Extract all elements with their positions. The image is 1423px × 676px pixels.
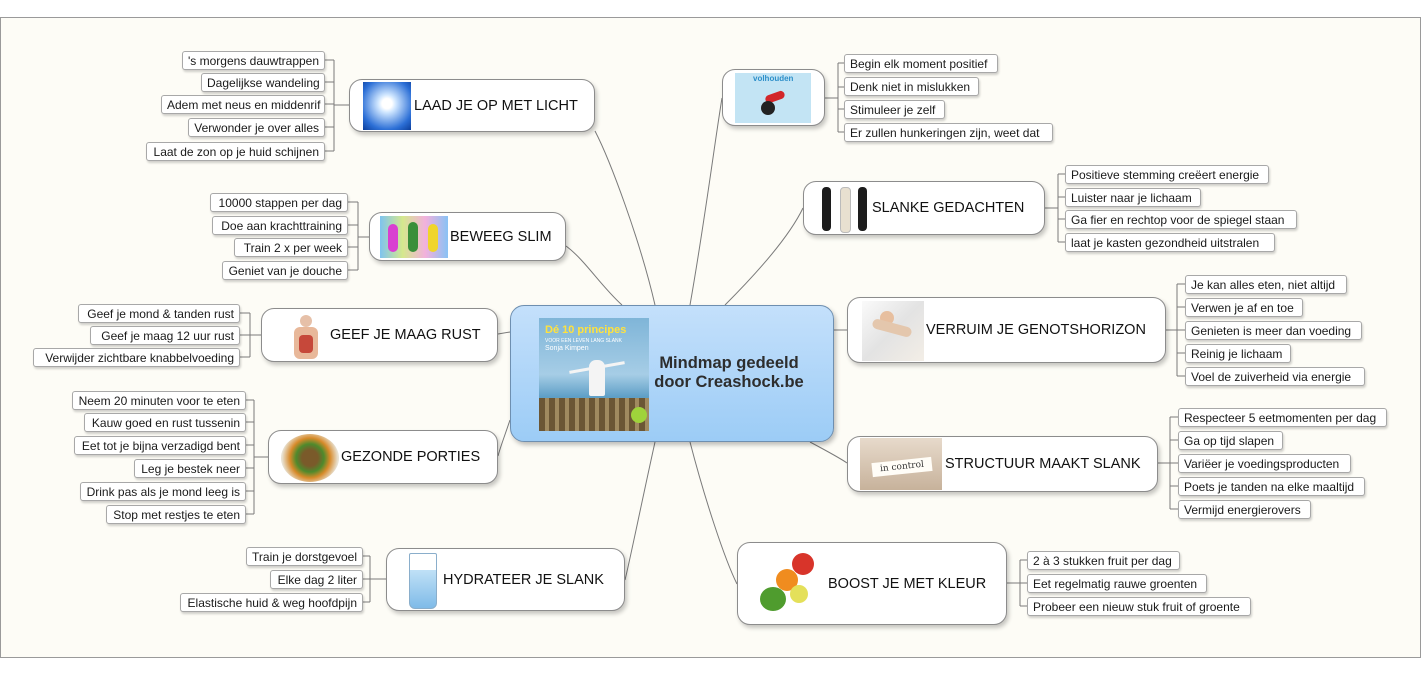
badge-sticker — [631, 407, 647, 423]
center-title-line2: door Creashock.be — [654, 373, 804, 391]
leaf-item[interactable]: Leg je bestek neer — [134, 459, 246, 478]
beach-poles — [539, 398, 649, 431]
leaf-item[interactable]: Probeer een nieuw stuk fruit of groente — [1027, 597, 1251, 616]
leaf-item[interactable]: Neem 20 minuten voor te eten — [72, 391, 246, 410]
leaf-item[interactable]: Vermijd energierovers — [1178, 500, 1311, 519]
topic-geef-je-maag-rust[interactable]: GEEF JE MAAG RUST — [261, 308, 498, 362]
leaf-item[interactable]: Adem met neus en middenrif — [161, 95, 325, 114]
leaf-item[interactable]: Respecteer 5 eetmomenten per dag — [1178, 408, 1387, 427]
leaf-item[interactable]: Denk niet in mislukken — [844, 77, 979, 96]
topic-verruim-je-genotshorizon[interactable]: VERRUIM JE GENOTSHORIZON — [847, 297, 1166, 363]
leaf-item[interactable]: Geef je maag 12 uur rust — [90, 326, 240, 345]
topic-label: STRUCTUUR MAAKT SLANK — [945, 456, 1141, 472]
topic-label: GEEF JE MAAG RUST — [330, 327, 481, 343]
leaf-item[interactable]: Er zullen hunkeringen zijn, weet dat — [844, 123, 1053, 142]
center-title-line1: Mindmap gedeeld — [659, 354, 799, 372]
leaf-item[interactable]: Ga fier en rechtop voor de spiegel staan — [1065, 210, 1297, 229]
leaf-item[interactable]: Elastische huid & weg hoofdpijn — [180, 593, 363, 612]
leaf-item[interactable]: Stop met restjes te eten — [106, 505, 246, 524]
leaf-item[interactable]: Elke dag 2 liter — [270, 570, 363, 589]
leaf-item[interactable]: Geniet van je douche — [222, 261, 348, 280]
leaf-item[interactable]: Doe aan krachttraining — [212, 216, 348, 235]
leaf-item[interactable]: Positieve stemming creëert energie — [1065, 165, 1269, 184]
leaf-item[interactable]: Train je dorstgevoel — [246, 547, 363, 566]
topic-label: HYDRATEER JE SLANK — [443, 571, 604, 588]
leaf-item[interactable]: Genieten is meer dan voeding — [1185, 321, 1362, 340]
leaf-item[interactable]: Reinig je lichaam — [1185, 344, 1291, 363]
women-figures-image — [816, 185, 872, 233]
leaf-item[interactable]: Voel de zuiverheid via energie — [1185, 367, 1365, 386]
leaf-item[interactable]: Stimuleer je zelf — [844, 100, 945, 119]
central-topic[interactable]: Dé 10 principes VOOR EEN LEVEN LANG SLAN… — [510, 305, 834, 442]
center-title: Mindmap gedeeld door Creashock.be — [649, 354, 809, 392]
water-glass-image — [409, 553, 437, 609]
leaf-item[interactable]: laat je kasten gezondheid uitstralen — [1065, 233, 1275, 252]
leaf-item[interactable]: Verwijder zichtbare knabbelvoeding — [33, 348, 240, 367]
in-control-text: in control — [871, 456, 933, 478]
topic-laad-je-op-met-licht[interactable]: LAAD JE OP MET LICHT — [349, 79, 595, 132]
leaf-item[interactable]: Variëer je voedingsproducten — [1178, 454, 1351, 473]
topic-beweeg-slim[interactable]: BEWEEG SLIM — [369, 212, 566, 261]
topic-gezonde-porties[interactable]: GEZONDE PORTIES — [268, 430, 498, 484]
leaf-item[interactable]: Train 2 x per week — [234, 238, 348, 257]
leaf-item[interactable]: Luister naar je lichaam — [1065, 188, 1201, 207]
book-cover-image: Dé 10 principes VOOR EEN LEVEN LANG SLAN… — [539, 318, 649, 431]
book-author: Sonja Kimpen — [545, 345, 589, 352]
leaf-item[interactable]: 2 à 3 stukken fruit per dag — [1027, 551, 1180, 570]
leaf-item[interactable]: Poets je tanden na elke maaltijd — [1178, 477, 1365, 496]
fruit-vegetables-image — [756, 551, 822, 617]
topic-label: VERRUIM JE GENOTSHORIZON — [926, 322, 1146, 338]
topic-boost-je-met-kleur[interactable]: BOOST JE MET KLEUR — [737, 542, 1007, 625]
leaf-item[interactable]: Je kan alles eten, niet altijd — [1185, 275, 1347, 294]
leaf-item[interactable]: Eet regelmatig rauwe groenten — [1027, 574, 1207, 593]
topic-structuur-maakt-slank[interactable]: in control STRUCTUUR MAAKT SLANK — [847, 436, 1158, 492]
topic-label: GEZONDE PORTIES — [341, 449, 481, 465]
topic-label: SLANKE GEDACHTEN — [872, 200, 1025, 216]
leaf-item[interactable]: Kauw goed en rust tussenin — [84, 413, 246, 432]
relaxing-woman-image — [862, 301, 924, 361]
leaf-item[interactable]: 's morgens dauwtrappen — [182, 51, 325, 70]
in-control-image: in control — [860, 438, 942, 490]
dancers-image — [380, 216, 448, 258]
leaf-item[interactable]: Laat de zon op je huid schijnen — [146, 142, 325, 161]
leaf-item[interactable]: 10000 stappen per dag — [210, 193, 348, 212]
topic-label: BOOST JE MET KLEUR — [828, 575, 987, 592]
book-subtitle: VOOR EEN LEVEN LANG SLANK — [545, 338, 622, 344]
leaf-item[interactable]: Begin elk moment positief — [844, 54, 998, 73]
topic-volhouden[interactable]: volhouden — [722, 69, 825, 126]
leaf-item[interactable]: Geef je mond & tanden rust — [78, 304, 240, 323]
leaf-item[interactable]: Drink pas als je mond leeg is — [80, 482, 246, 501]
book-title: Dé 10 principes — [545, 324, 627, 336]
leaf-item[interactable]: Verwen je af en toe — [1185, 298, 1303, 317]
topic-label: LAAD JE OP MET LICHT — [414, 97, 578, 114]
topic-slanke-gedachten[interactable]: SLANKE GEDACHTEN — [803, 181, 1045, 235]
leaf-item[interactable]: Verwonder je over alles — [188, 118, 325, 137]
sun-image — [363, 82, 411, 130]
leaf-item[interactable]: Eet tot je bijna verzadigd bent — [74, 436, 246, 455]
leaf-item[interactable]: Ga op tijd slapen — [1178, 431, 1283, 450]
volhouden-image: volhouden — [735, 73, 811, 123]
topic-hydrateer-je-slank[interactable]: HYDRATEER JE SLANK — [386, 548, 625, 611]
food-plate-image — [281, 434, 339, 482]
leaf-item[interactable]: Dagelijkse wandeling — [201, 73, 325, 92]
volhouden-image-text: volhouden — [753, 74, 794, 83]
topic-label: BEWEEG SLIM — [450, 228, 552, 245]
anatomy-image — [286, 315, 326, 359]
